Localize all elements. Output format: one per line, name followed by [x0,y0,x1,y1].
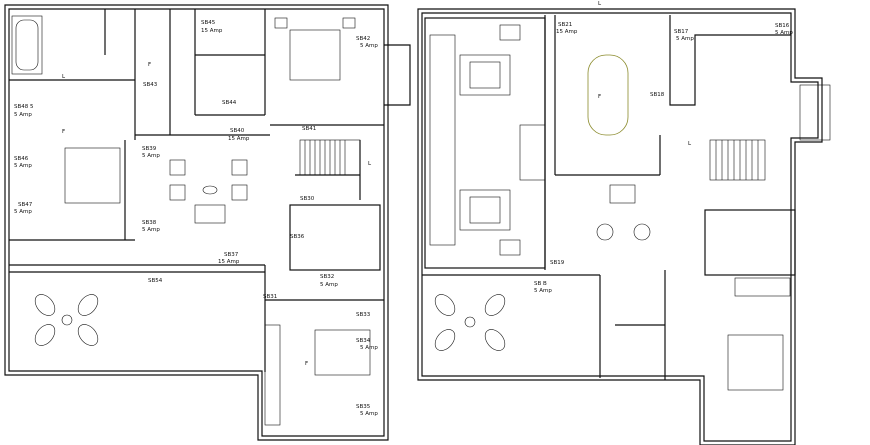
label-amp37: 15 Amp [218,259,240,265]
fan-symbol: F [598,94,601,100]
fan-symbol: F [62,129,65,135]
label-sb44: SB44 [222,100,237,106]
label-sb45: SB45 [201,20,216,26]
label-sb36: SB36 [290,234,305,240]
label-sbb: SB B [534,281,547,287]
label-amp35: 5 Amp [360,411,378,417]
label-ampb: 5 Amp [534,288,552,294]
label-sb46: SB46 [14,156,29,162]
label-amp32: 5 Amp [320,282,338,288]
label-sb48: SB48 5 [14,104,34,110]
label-sb38: SB38 [142,220,157,226]
label-sb32: SB32 [320,274,334,280]
label-sb54: SB54 [148,278,163,284]
label-amp46: 5 Amp [14,163,32,169]
fixture-symbols: L F F F L L F L [62,1,692,367]
label-sb34: SB34 [356,338,371,344]
label-amp16: 5 Amp [775,30,793,36]
left-floor-plan [4,4,411,441]
label-sb19: SB19 [550,260,565,266]
label-amp17: 5 Amp [676,36,694,42]
left-circuit-labels: SB45 15 Amp SB42 5 Amp SB43 SB44 SB48 5 … [14,20,378,417]
label-sb37: SB37 [224,252,239,258]
label-amp38: 5 Amp [142,227,160,233]
label-sb18: SB18 [650,92,665,98]
label-sb41: SB41 [302,126,316,132]
label-amp21: 15 Amp [556,29,578,35]
label-sb31: SB31 [263,294,277,300]
fan-symbol: F [148,62,151,68]
label-amp39: 5 Amp [142,153,160,159]
light-symbol: L [688,141,692,147]
label-sb47: SB47 [18,202,33,208]
right-circuit-labels: SB21 15 Amp SB17 5 Amp SB16 5 Amp SB18 S… [534,22,793,294]
label-amp48: 5 Amp [14,112,32,118]
label-amp40: 15 Amp [228,136,250,142]
label-amp42: 5 Amp [360,43,378,49]
label-sb40: SB40 [230,128,245,134]
light-symbol: L [368,161,372,167]
label-sb42: SB42 [356,36,370,42]
label-sb16: SB16 [775,23,790,29]
label-amp47: 5 Amp [14,209,32,215]
label-sb43: SB43 [143,82,158,88]
label-sb35: SB35 [356,404,371,410]
label-sb17: SB17 [674,29,689,35]
label-sb39: SB39 [142,146,157,152]
fan-symbol: F [305,361,308,367]
light-symbol: L [62,74,66,80]
label-amp34: 5 Amp [360,345,378,351]
label-amp45: 15 Amp [201,28,223,34]
label-sb33: SB33 [356,312,371,318]
label-sb30: SB30 [300,196,315,202]
light-symbol: L [598,1,602,7]
label-sb21: SB21 [558,22,572,28]
right-floor-plan [417,8,831,445]
